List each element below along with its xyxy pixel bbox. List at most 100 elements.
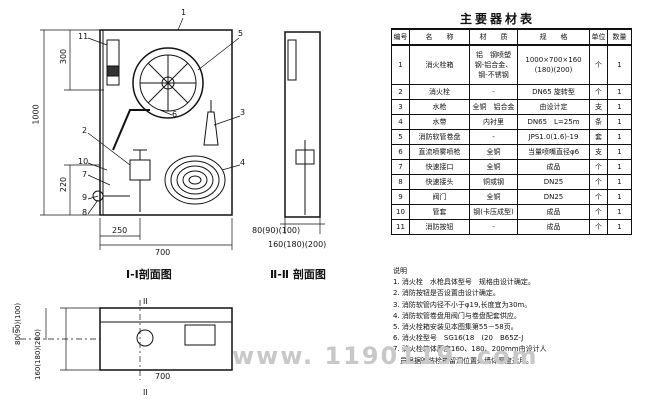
th-unit: 单位 [589,28,608,46]
table-cell: 1 [391,44,410,85]
table-cell: JPS1.0(1.6)-19 [517,129,590,145]
table-cell: 个 [589,174,608,190]
table-cell: DN25 [517,189,590,205]
table-cell: 快速接头 [409,174,470,190]
callout-11: 11 [78,32,89,41]
table-cell: 当量喷嘴直径φ6 [517,144,590,160]
table-cell: 消火栓 [409,84,470,100]
callout-10: 10 [78,157,89,166]
table-cell: 2 [391,84,410,100]
table-cell: 全铜 [469,189,518,205]
table-cell: 5 [391,129,410,145]
hose-reel [132,47,204,119]
th-name: 名 称 [409,28,470,46]
table-cell: 消防按钮 [409,219,470,235]
table-cell: 套 [589,129,608,145]
callout-5: 5 [238,29,244,38]
th-no: 编号 [391,28,410,46]
table-cell: 消防软管卷盘 [409,129,470,145]
notes: 说明 1. 消火栓 水枪具体型号 规格由设计确定。 2. 消防按钮是否设置由设计… [393,266,547,367]
table-cell: 1 [607,129,632,145]
table-title: 主要器材表 [460,12,536,26]
table-cell: 全铜 [469,144,518,160]
cabinet-front-outline [99,29,233,216]
table-cell: 1 [607,44,632,85]
notes-heading: 说明 [393,267,407,275]
note-line: 6. 消火栓型号 SG16(18 (20 B65Z-J [393,334,524,343]
mark-II-top: II [143,297,148,306]
nozzle [203,111,219,146]
table-cell: 铝 钢喷塑 钢-铝合金、 钢-不锈钢 [469,44,518,85]
table-cell: 直流喷雾喷枪 [409,144,470,160]
section-2-title: Ⅱ-Ⅱ 剖面图 [270,268,326,281]
note-line: 4. 消防软管卷盘用阀门与卷盘配套供应。 [393,311,521,320]
note-line: 5. 消火栓箱安装见本图集第55－58页。 [393,323,518,332]
th-spec: 规 格 [517,28,590,46]
table-cell: 6 [391,144,410,160]
table-cell: 快速接口 [409,159,470,175]
table-cell: 支 [589,144,608,160]
table-cell: 个 [589,44,608,85]
dim-700-plan: 700 [155,372,171,381]
dim-700-front: 700 [155,248,171,257]
callout-1: 1 [181,8,187,17]
table-cell: 个 [589,189,608,205]
dim-depth: 160(180)(200) [268,240,327,249]
cabinet-plan-outline [99,307,233,371]
mark-II-bottom: II [143,388,148,397]
table-cell: 7 [391,159,410,175]
table-cell: 9 [391,189,410,205]
dim-side-width: 80(90)(100) [252,226,301,235]
table-cell: 个 [589,204,608,220]
table-cell: - [469,219,518,235]
table-cell: 11 [391,219,410,235]
table-cell: 水枪 [409,99,470,115]
table-cell: 铜或钢 [469,174,518,190]
note-line: 1. 消火栓 水枪具体型号 规格由设计确定。 [393,278,535,287]
table-cell: 个 [589,219,608,235]
table-cell: 内衬里 [469,114,518,130]
table-cell: 1 [607,144,632,160]
table-cell: 3 [391,99,410,115]
note-line: 员根据暗装栓箱留洞位置处墙体厚度选用。 [393,356,533,365]
dim-250: 250 [112,226,128,235]
table-cell: 消火栓箱 [409,44,470,85]
table-cell: 成品 [517,204,590,220]
th-qty: 数量 [607,28,632,46]
note-line: 7. 消火栓箱体厚度160、180、200mm由设计人 [393,345,547,354]
table-cell: - [469,84,518,100]
dim-1000: 1000 [31,104,41,125]
hydrant-valve [129,159,151,181]
callout-3: 3 [240,108,246,117]
note-line: 2. 消防按钮是否设置由设计确定。 [393,289,500,298]
callout-7: 7 [82,170,88,179]
table-cell: 成品 [517,219,590,235]
mark-I-left: I [12,326,15,335]
table-cell: 8 [391,174,410,190]
table-cell: 管套 [409,204,470,220]
callout-4: 4 [240,158,246,167]
table-cell: 1 [607,189,632,205]
table-cell: 阀门 [409,189,470,205]
table-cell: DN65 旋转型 [517,84,590,100]
table-cell: 1 [607,204,632,220]
table-cell: 由设计定 [517,99,590,115]
alarm-button [106,39,120,86]
table-cell: 1000×700×160 (180)(200) [517,44,590,85]
cabinet-side-outline [284,31,321,218]
callout-8: 8 [82,208,88,217]
table-cell: 1 [607,159,632,175]
table-cell: 1 [607,219,632,235]
table-cell: DN25 [517,174,590,190]
table-cell: 1 [607,99,632,115]
table-cell: 1 [607,114,632,130]
